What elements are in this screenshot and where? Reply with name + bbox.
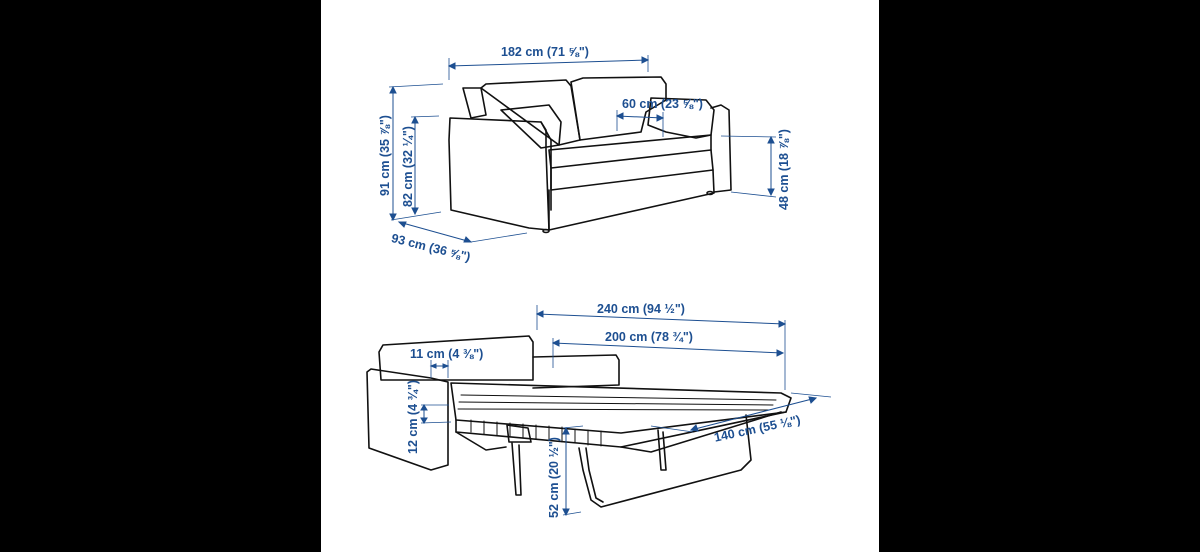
sofa-bed-drawing [366, 55, 832, 517]
throw-pillow-right [647, 97, 715, 139]
back-cushion-right [570, 76, 667, 141]
left-armrest-bed [366, 368, 449, 471]
bed-height-label: 52 cm (20 ½") [547, 437, 561, 518]
armrest-width-label: 11 cm (4 ⅜") [410, 347, 484, 361]
sofa-armrest-height-label: 82 cm (32 ¼") [401, 126, 415, 207]
sofa-total-height-label: 91 cm (35 ⅞") [378, 115, 392, 196]
mattress-length-label: 200 cm (78 ¾") [605, 330, 693, 344]
back-cushion-left [480, 79, 581, 146]
sofa-width-label: 182 cm (71 ⅝") [501, 45, 589, 59]
backrest [378, 335, 534, 381]
mattress-thickness-label: 12 cm (4 ¾") [406, 379, 420, 454]
seat-height-label: 48 cm (18 ⅞") [777, 129, 791, 210]
seat-depth-label: 60 cm (23 ⅝") [622, 97, 703, 111]
throw-pillow-left [500, 104, 562, 149]
seat-cushion [548, 134, 712, 169]
bed-total-length-label: 240 cm (94 ½") [597, 302, 685, 316]
diagram-panel: 182 cm (71 ⅝") 91 cm (35 ⅞") 82 cm (32 ¼… [321, 0, 879, 552]
left-armrest [448, 117, 550, 231]
